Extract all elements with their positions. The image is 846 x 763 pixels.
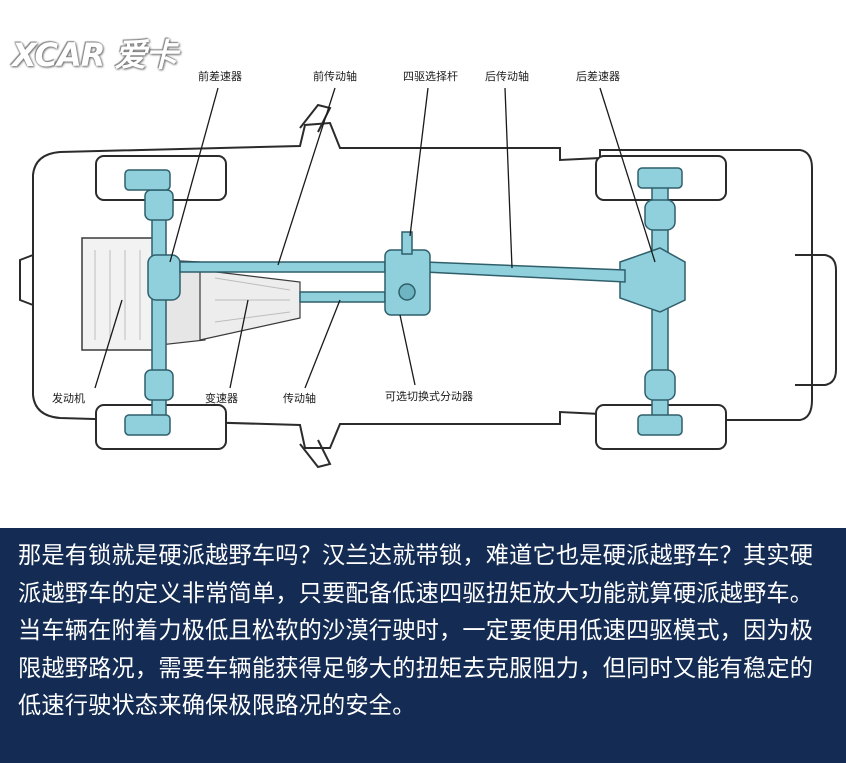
engine-block bbox=[81, 237, 301, 351]
label-engine: 发动机 bbox=[52, 392, 85, 405]
label-front-driveshaft: 前传动轴 bbox=[313, 70, 357, 83]
label-transmission: 变速器 bbox=[205, 392, 238, 405]
leader-lines bbox=[94, 87, 656, 389]
label-driveshaft: 传动轴 bbox=[283, 392, 316, 405]
label-transfer-case: 可选切换式分动器 bbox=[385, 390, 473, 403]
drivetrain-illustration bbox=[19, 87, 837, 469]
label-rear-driveshaft: 后传动轴 bbox=[485, 70, 529, 83]
caption-text: 那是有锁就是硬派越野车吗？汉兰达就带锁，难道它也是硬派越野车？其实硬派越野车的定… bbox=[18, 542, 814, 719]
vehicle-body-outline bbox=[19, 103, 837, 469]
drivetrain-diagram: XCAR 爱卡 bbox=[12, 36, 837, 469]
label-awd-selector: 四驱选择杆 bbox=[403, 70, 458, 83]
label-rear-differential: 后差速器 bbox=[576, 70, 620, 83]
caption-panel: 那是有锁就是硬派越野车吗？汉兰达就带锁，难道它也是硬派越野车？其实硬派越野车的定… bbox=[0, 528, 846, 763]
drivetrain-components bbox=[124, 167, 686, 436]
label-front-differential: 前差速器 bbox=[198, 70, 242, 83]
xcar-logo: XCAR 爱卡 bbox=[12, 36, 178, 74]
